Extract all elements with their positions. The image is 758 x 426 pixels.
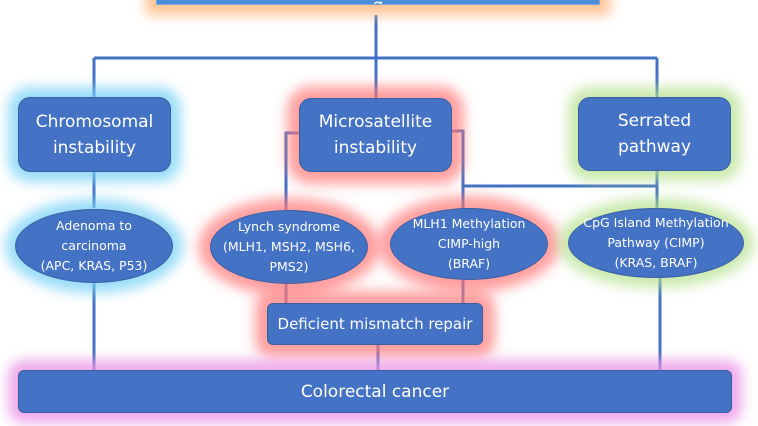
deficient-mismatch-repair-label: Deficient mismatch repair (277, 315, 473, 333)
chromosomal-instability-label: Chromosomal instability (35, 111, 154, 158)
microsatellite-instability-node: Microsatellite instability (299, 98, 452, 172)
colorectal-cancer-node: Colorectal cancer (18, 370, 732, 413)
adenoma-carcinoma-node: Adenoma to carcinoma (APC, KRAS, P53) (15, 209, 173, 283)
serrated-pathway-node: Serrated pathway (578, 97, 731, 171)
title-node-fragment: g (373, 0, 384, 4)
deficient-mismatch-repair-node: Deficient mismatch repair (267, 303, 483, 345)
title-node: g (156, 0, 600, 5)
chromosomal-instability-node: Chromosomal instability (18, 97, 171, 172)
colorectal-cancer-label: Colorectal cancer (300, 381, 450, 402)
lynch-syndrome-node: Lynch syndrome (MLH1, MSH2, MSH6, PMS2) (210, 210, 368, 284)
connector-msi-mlh1 (452, 129, 465, 210)
mlh1-methylation-node: MLH1 Methylation CIMP-high (BRAF) (390, 208, 548, 280)
serrated-pathway-label: Serrated pathway (617, 111, 692, 157)
lynch-syndrome-label: Lynch syndrome (MLH1, MSH2, MSH6, PMS2) (223, 219, 355, 274)
cimp-label: CpG Island Methylation Pathway (CIMP) (K… (583, 215, 729, 270)
microsatellite-instability-label: Microsatellite instability (318, 112, 433, 158)
adenoma-carcinoma-label: Adenoma to carcinoma (APC, KRAS, P53) (40, 218, 148, 273)
mlh1-methylation-label: MLH1 Methylation CIMP-high (BRAF) (412, 216, 526, 271)
connector-msi-lynch (284, 131, 300, 211)
cimp-node: CpG Island Methylation Pathway (CIMP) (K… (568, 208, 744, 278)
